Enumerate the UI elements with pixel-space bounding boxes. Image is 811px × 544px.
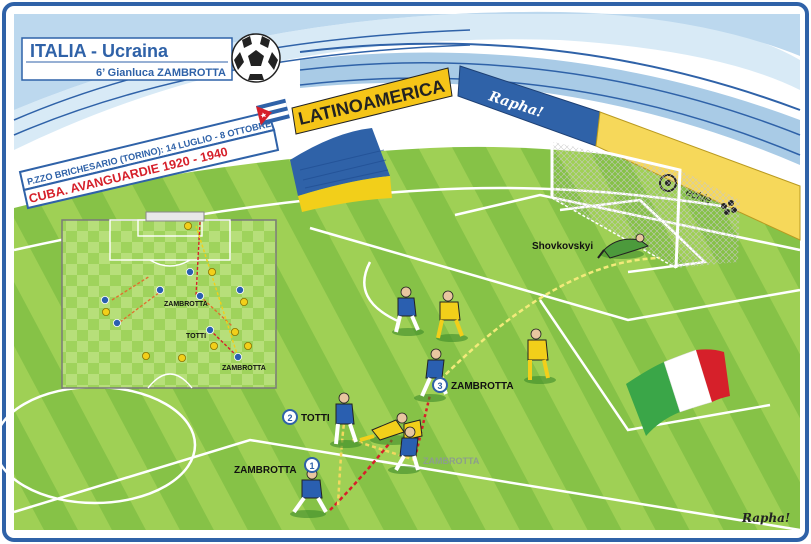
- match-header: ITALIA - Ucraina 6’ Gianluca ZAMBROTTA: [21, 37, 233, 81]
- minimap-label-zambrotta-bottom: ZAMBROTTA: [222, 365, 266, 372]
- label-totti: TOTTI: [301, 413, 330, 424]
- exhibition-banner: P.ZZO BRICHESARIO (TORINO): 14 LUGLIO - …: [18, 98, 290, 210]
- goalkeeper-figure: [597, 233, 650, 259]
- step3-badge: [432, 377, 448, 393]
- zambrotta-ghost-figure: [388, 426, 420, 474]
- minimap-label-zambrotta-top: ZAMBROTTA: [164, 301, 208, 308]
- step1-badge: [304, 457, 320, 473]
- minimap-label-totti: TOTTI: [186, 333, 206, 340]
- step2-badge: [282, 409, 298, 425]
- match-title: ITALIA - Ucraina: [30, 41, 169, 61]
- artist-signature: Rapha!: [741, 511, 790, 525]
- step1-number: 1: [309, 461, 314, 471]
- ukraine-player: [524, 328, 556, 384]
- cuba-flag-icon: [256, 98, 290, 126]
- totti-figure: [330, 392, 362, 448]
- label-zambrotta-ghost: ZAMBROTTA: [423, 456, 480, 466]
- step3-number: 3: [437, 381, 442, 391]
- minimap-ukraine-players: [102, 221, 252, 362]
- goal-scorer-line: 6’ Gianluca ZAMBROTTA: [96, 67, 226, 79]
- soccer-ball-icon: [231, 33, 281, 83]
- step2-number: 2: [287, 413, 292, 423]
- goal-net: [550, 138, 740, 269]
- ukraine-flag: [290, 128, 392, 212]
- italy-flag: [626, 349, 730, 436]
- tactical-minimap: ZAMBROTTA TOTTI ZAMBROTTA: [61, 211, 277, 389]
- label-zambrotta-step1: ZAMBROTTA: [234, 465, 297, 476]
- player-labels: Shovkovskyi 3 ZAMBROTTA 2 TOTTI ZAMBROTT…: [234, 241, 593, 476]
- minimap-italy-players: [101, 267, 244, 361]
- label-shovkovskyi: Shovkovskyi: [532, 241, 593, 252]
- label-zambrotta-step3: ZAMBROTTA: [451, 381, 514, 392]
- italy-player: [392, 286, 424, 336]
- ukraine-player: [436, 290, 468, 342]
